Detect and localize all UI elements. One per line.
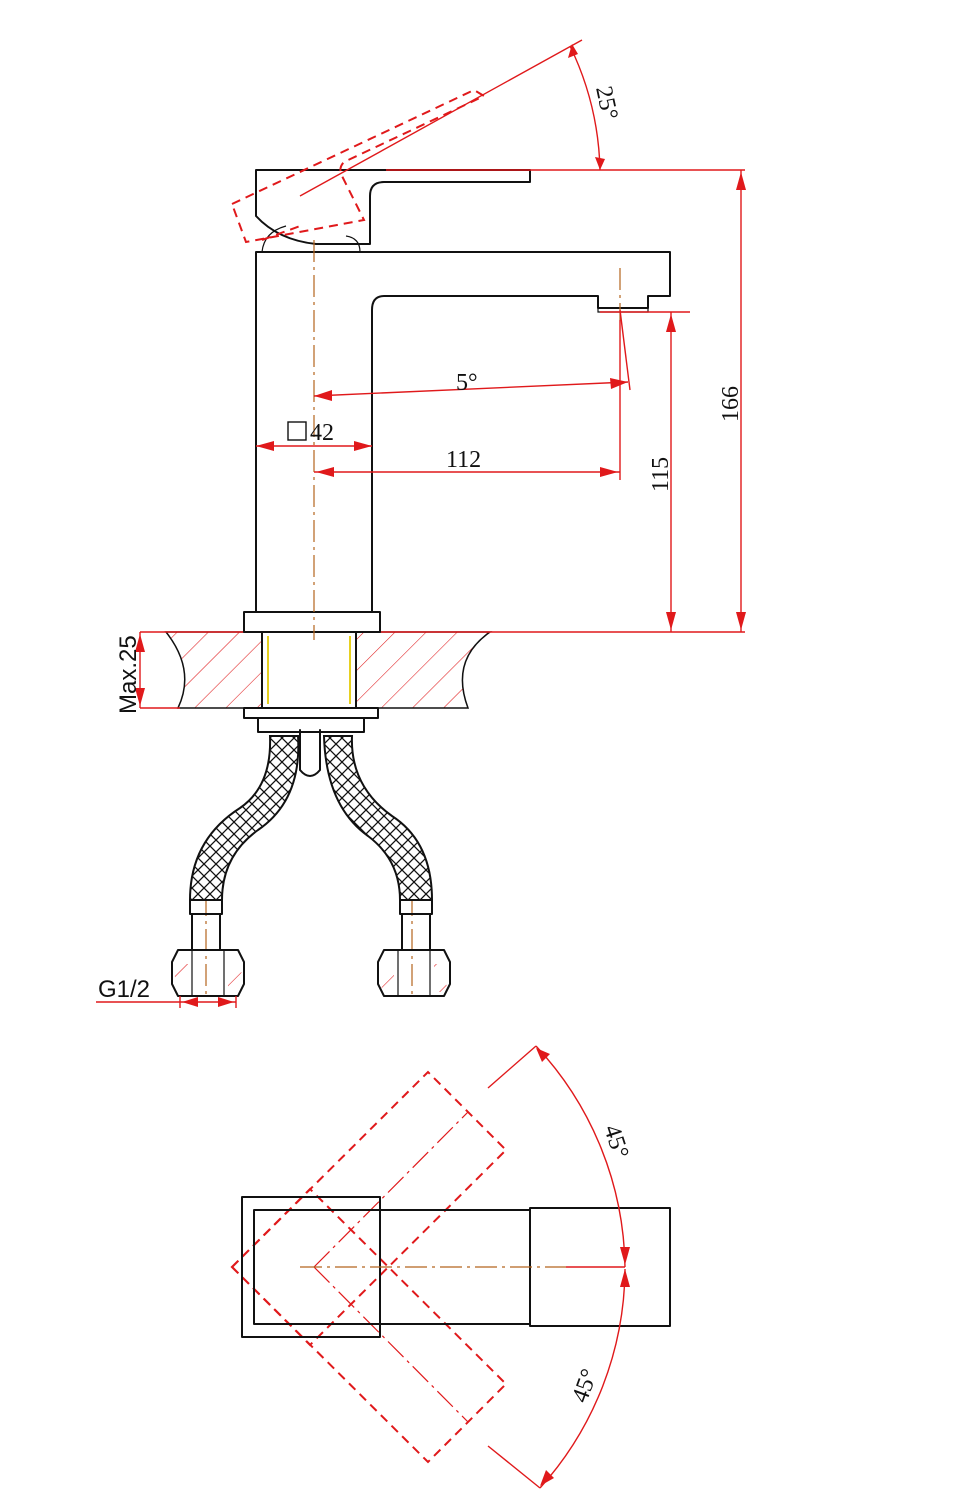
countertop-section: [140, 631, 745, 709]
dim-max-deck: Max.25: [115, 632, 145, 714]
total-height-label: 166: [718, 386, 744, 422]
mounting-shank: [243, 631, 379, 777]
dim-rotation-top: 45°: [487, 1045, 633, 1268]
lever-handle: [255, 169, 531, 245]
dim-spout-reach: 112: [314, 320, 621, 480]
lever-angle-label: 25°: [590, 84, 622, 122]
thread-label: G1/2: [98, 976, 150, 1003]
dim-lever-angle: 25°: [299, 39, 745, 197]
dim-spout-height: 115: [600, 311, 690, 632]
lever-raised-outline: [230, 88, 487, 244]
spout-height-label: 115: [648, 457, 674, 492]
spout-reach-label: 112: [446, 447, 481, 473]
dim-total-height: 166: [718, 170, 746, 632]
faucet-body: [255, 251, 671, 613]
top-view: 45° 45°: [230, 1045, 671, 1489]
spout-angle-label: 5°: [456, 370, 478, 396]
dim-spout-angle: 5°: [313, 309, 631, 401]
base-flange: [243, 611, 381, 633]
body-square-label: 42: [310, 420, 334, 446]
flexible-hoses: [188, 735, 434, 951]
hex-nuts: [171, 949, 451, 997]
max-deck-label: Max.25: [115, 635, 142, 714]
dim-thread: G1/2: [96, 976, 237, 1008]
dim-body-square: 42: [256, 420, 372, 451]
lever-rotated-outlines: [230, 1070, 508, 1464]
dim-rotation-bottom: 45°: [487, 1268, 630, 1489]
side-view: 25° 166 115 5°: [96, 39, 746, 1008]
